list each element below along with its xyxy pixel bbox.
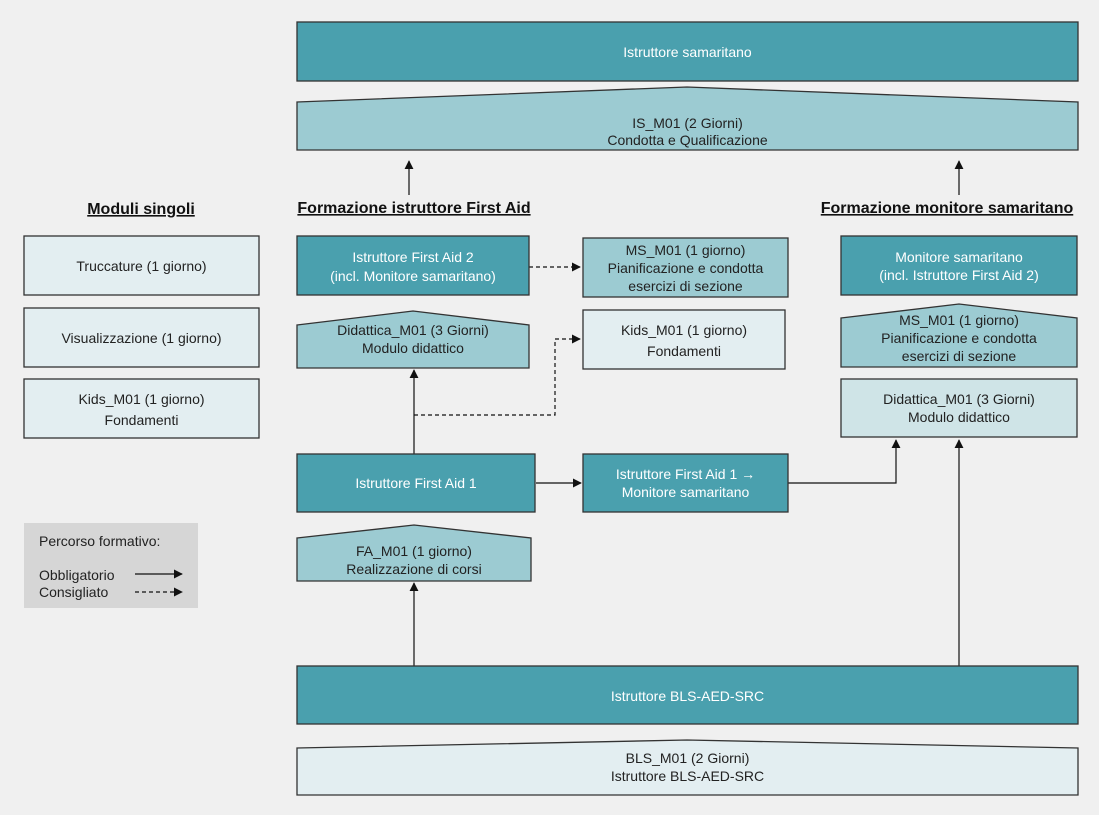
- legend-mandatory-label: Obbligatorio: [39, 567, 115, 583]
- svg-text:Istruttore First Aid 1 →: Istruttore First Aid 1 →: [616, 466, 755, 482]
- svg-text:Istruttore samaritano: Istruttore samaritano: [623, 44, 752, 60]
- svg-text:BLS_M01 (2 Giorni): BLS_M01 (2 Giorni): [626, 750, 750, 766]
- legend-title: Percorso formativo:: [39, 533, 160, 549]
- svg-text:Kids_M01 (1 giorno): Kids_M01 (1 giorno): [78, 391, 204, 407]
- node-truccature: Truccature (1 giorno): [23, 235, 260, 296]
- svg-text:Fondamenti: Fondamenti: [647, 343, 721, 359]
- svg-text:MS_M01 (1 giorno): MS_M01 (1 giorno): [626, 242, 746, 258]
- node-visualizzazione: Visualizzazione (1 giorno): [23, 307, 260, 368]
- svg-text:esercizi di sezione: esercizi di sezione: [628, 278, 743, 294]
- node-is-m01: IS_M01 (2 Giorni) Condotta e Qualificazi…: [296, 86, 1079, 151]
- header-formazione-first-aid: Formazione istruttore First Aid: [297, 200, 530, 217]
- svg-text:Realizzazione di corsi: Realizzazione di corsi: [346, 561, 481, 577]
- svg-text:Monitore samaritano: Monitore samaritano: [895, 249, 1023, 265]
- connectors: [404, 160, 964, 666]
- svg-text:Pianificazione e condotta: Pianificazione e condotta: [881, 330, 1037, 346]
- svg-text:Istruttore First Aid 1: Istruttore First Aid 1: [355, 475, 477, 491]
- node-istruttore-bls: Istruttore BLS-AED-SRC: [296, 665, 1079, 725]
- node-kids-left: Kids_M01 (1 giorno) Fondamenti: [23, 378, 260, 439]
- svg-text:Didattica_M01 (3 Giorni): Didattica_M01 (3 Giorni): [337, 322, 489, 338]
- node-istruttore-samaritano: Istruttore samaritano: [296, 21, 1079, 82]
- arrow-fa1-to-kids-dashed: [414, 334, 581, 416]
- node-kids-center: Kids_M01 (1 giorno) Fondamenti: [582, 309, 786, 370]
- svg-text:Kids_M01 (1 giorno): Kids_M01 (1 giorno): [621, 322, 747, 338]
- svg-text:(incl. Monitore samaritano): (incl. Monitore samaritano): [330, 268, 496, 284]
- node-monitore-samaritano: Monitore samaritano (incl. Istruttore Fi…: [840, 235, 1078, 296]
- header-formazione-monitore: Formazione monitore samaritano: [821, 200, 1074, 217]
- node-ms-m01-right: MS_M01 (1 giorno) Pianificazione e condo…: [840, 303, 1078, 368]
- svg-text:Istruttore First Aid 2: Istruttore First Aid 2: [352, 249, 474, 265]
- node-ms-m01-center: MS_M01 (1 giorno) Pianificazione e condo…: [582, 237, 789, 298]
- svg-text:Modulo didattico: Modulo didattico: [908, 409, 1010, 425]
- arrow-fa1-monitore-to-didattica: [788, 439, 901, 484]
- legend-recommended-label: Consigliato: [39, 584, 108, 600]
- svg-text:MS_M01 (1 giorno): MS_M01 (1 giorno): [899, 312, 1019, 328]
- svg-text:Istruttore BLS-AED-SRC: Istruttore BLS-AED-SRC: [611, 768, 764, 784]
- svg-text:Truccature (1 giorno): Truccature (1 giorno): [76, 258, 206, 274]
- svg-text:Didattica_M01 (3 Giorni): Didattica_M01 (3 Giorni): [883, 391, 1035, 407]
- header-moduli-singoli: Moduli singoli: [87, 201, 195, 218]
- svg-text:Fondamenti: Fondamenti: [105, 412, 179, 428]
- node-fa-m01: FA_M01 (1 giorno) Realizzazione di corsi: [296, 524, 532, 582]
- svg-text:esercizi di sezione: esercizi di sezione: [902, 348, 1017, 364]
- svg-text:FA_M01 (1 giorno): FA_M01 (1 giorno): [356, 543, 472, 559]
- node-didattica-right: Didattica_M01 (3 Giorni) Modulo didattic…: [840, 378, 1078, 438]
- svg-text:(incl. Istruttore First Aid 2): (incl. Istruttore First Aid 2): [879, 267, 1038, 283]
- legend: Percorso formativo: Obbligatorio Consigl…: [24, 523, 198, 608]
- svg-text:Visualizzazione (1 giorno): Visualizzazione (1 giorno): [61, 330, 221, 346]
- svg-text:Monitore samaritano: Monitore samaritano: [622, 484, 750, 500]
- node-first-aid-1-monitore: Istruttore First Aid 1 → Monitore samari…: [582, 453, 789, 513]
- svg-text:IS_M01 (2 Giorni): IS_M01 (2 Giorni): [632, 115, 742, 131]
- svg-text:Modulo didattico: Modulo didattico: [362, 340, 464, 356]
- node-first-aid-2: Istruttore First Aid 2 (incl. Monitore s…: [296, 235, 530, 296]
- node-first-aid-1: Istruttore First Aid 1: [296, 453, 536, 513]
- svg-text:Pianificazione e condotta: Pianificazione e condotta: [608, 260, 764, 276]
- svg-text:Condotta e Qualificazione: Condotta e Qualificazione: [607, 132, 768, 148]
- svg-text:Istruttore BLS-AED-SRC: Istruttore BLS-AED-SRC: [611, 688, 764, 704]
- node-bls-m01: BLS_M01 (2 Giorni) Istruttore BLS-AED-SR…: [296, 739, 1079, 796]
- node-didattica-left: Didattica_M01 (3 Giorni) Modulo didattic…: [296, 310, 530, 369]
